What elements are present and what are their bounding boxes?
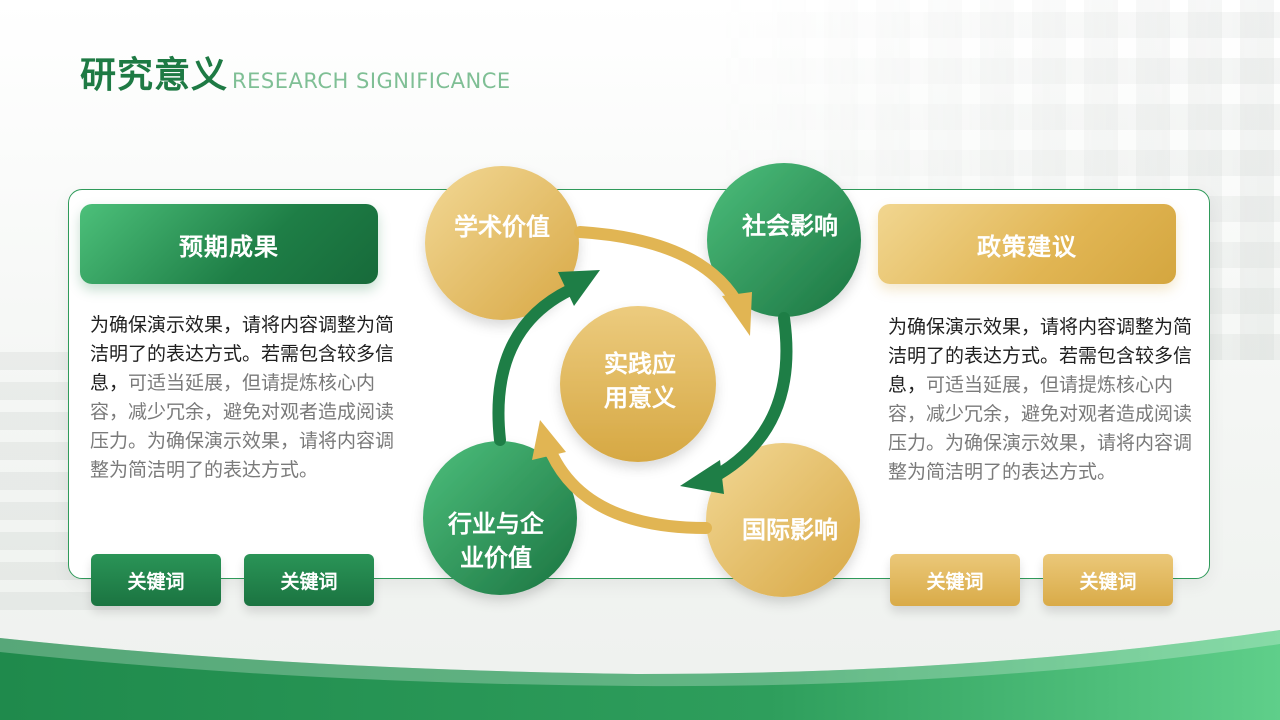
page-title: 研究意义 RESEARCH SIGNIFICANCE xyxy=(80,58,511,94)
left-text-dark: 为确保演示效果，请将内容调整为简洁明了的表达方式。若需包含较多信息， xyxy=(90,314,395,394)
circle-academic-value xyxy=(425,166,579,320)
right-text-light: 可适当延展，但请提炼核心内容，减少冗余，避免对观者造成阅读压力。为确保演示效果，… xyxy=(888,374,1193,483)
right-panel-text: 为确保演示效果，请将内容调整为简洁明了的表达方式。若需包含较多信息，可适当延展，… xyxy=(888,313,1193,487)
label-academic-value: 学术价值 xyxy=(454,213,550,241)
label-international-impact: 国际影响 xyxy=(742,516,838,544)
label-center-line1: 实践应 xyxy=(604,350,676,378)
page-title-cn: 研究意义 xyxy=(80,55,229,96)
label-center-line2: 用意义 xyxy=(604,384,676,412)
keyword-button[interactable]: 关键词 xyxy=(890,554,1020,606)
circle-industry-value xyxy=(423,441,577,595)
circle-practical-significance xyxy=(560,306,716,462)
expected-results-heading: 预期成果 xyxy=(80,204,378,284)
arrow-right xyxy=(680,312,793,494)
arrow-left xyxy=(492,270,600,446)
left-panel-text: 为确保演示效果，请将内容调整为简洁明了的表达方式。若需包含较多信息，可适当延展，… xyxy=(90,311,395,485)
bottom-wave-decoration xyxy=(0,630,1280,720)
label-industry-value-line1: 行业与企 xyxy=(447,510,545,538)
circle-social-impact xyxy=(707,163,861,317)
arrow-top xyxy=(574,226,752,336)
right-text-dark: 为确保演示效果，请将内容调整为简洁明了的表达方式。若需包含较多信息， xyxy=(888,316,1193,396)
left-text-light: 可适当延展，但请提炼核心内容，减少冗余，避免对观者造成阅读压力。为确保演示效果，… xyxy=(90,372,395,481)
label-industry-value-line2: 业价值 xyxy=(460,544,532,572)
page-title-en: RESEARCH SIGNIFICANCE xyxy=(232,69,511,93)
keyword-button[interactable]: 关键词 xyxy=(244,554,374,606)
policy-advice-heading: 政策建议 xyxy=(878,204,1176,284)
keyword-button[interactable]: 关键词 xyxy=(91,554,221,606)
circle-international-impact xyxy=(706,443,860,597)
arrow-bottom xyxy=(532,420,712,534)
keyword-button[interactable]: 关键词 xyxy=(1043,554,1173,606)
label-social-impact: 社会影响 xyxy=(742,212,838,240)
